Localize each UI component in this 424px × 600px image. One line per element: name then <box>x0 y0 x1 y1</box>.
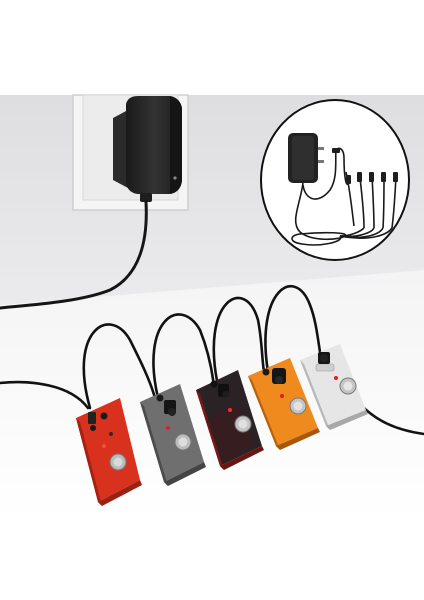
guitar-pedal-icon <box>248 358 320 450</box>
power-cable <box>0 200 148 310</box>
guitar-pedal-icon <box>76 398 142 506</box>
guitar-pedal-icon <box>300 344 368 430</box>
guitar-pedal-icon <box>196 370 264 470</box>
inset-plugs <box>332 148 398 184</box>
inset-adapter-icon <box>288 133 324 183</box>
power-adapter-icon <box>113 96 182 202</box>
product-inset <box>260 99 410 261</box>
guitar-pedal-icon <box>140 384 206 486</box>
